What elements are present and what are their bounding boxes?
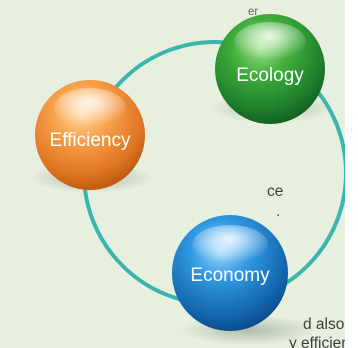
- diagram-panel: er d er ce . d also y efficient: [0, 0, 345, 348]
- economy-sphere: Economy: [172, 215, 288, 331]
- ecology-sphere: Ecology: [215, 14, 325, 124]
- ecology-label: Ecology: [236, 65, 304, 86]
- efficiency-label: Efficiency: [50, 130, 131, 151]
- efficiency-sphere: Efficiency: [35, 80, 145, 190]
- background-text-line: .: [276, 203, 281, 220]
- background-text-line: ce: [267, 183, 284, 200]
- three-e-diagram: Ecology Efficiency Economy: [30, 14, 345, 345]
- background-text-line: er: [248, 6, 259, 18]
- economy-label: Economy: [190, 265, 270, 286]
